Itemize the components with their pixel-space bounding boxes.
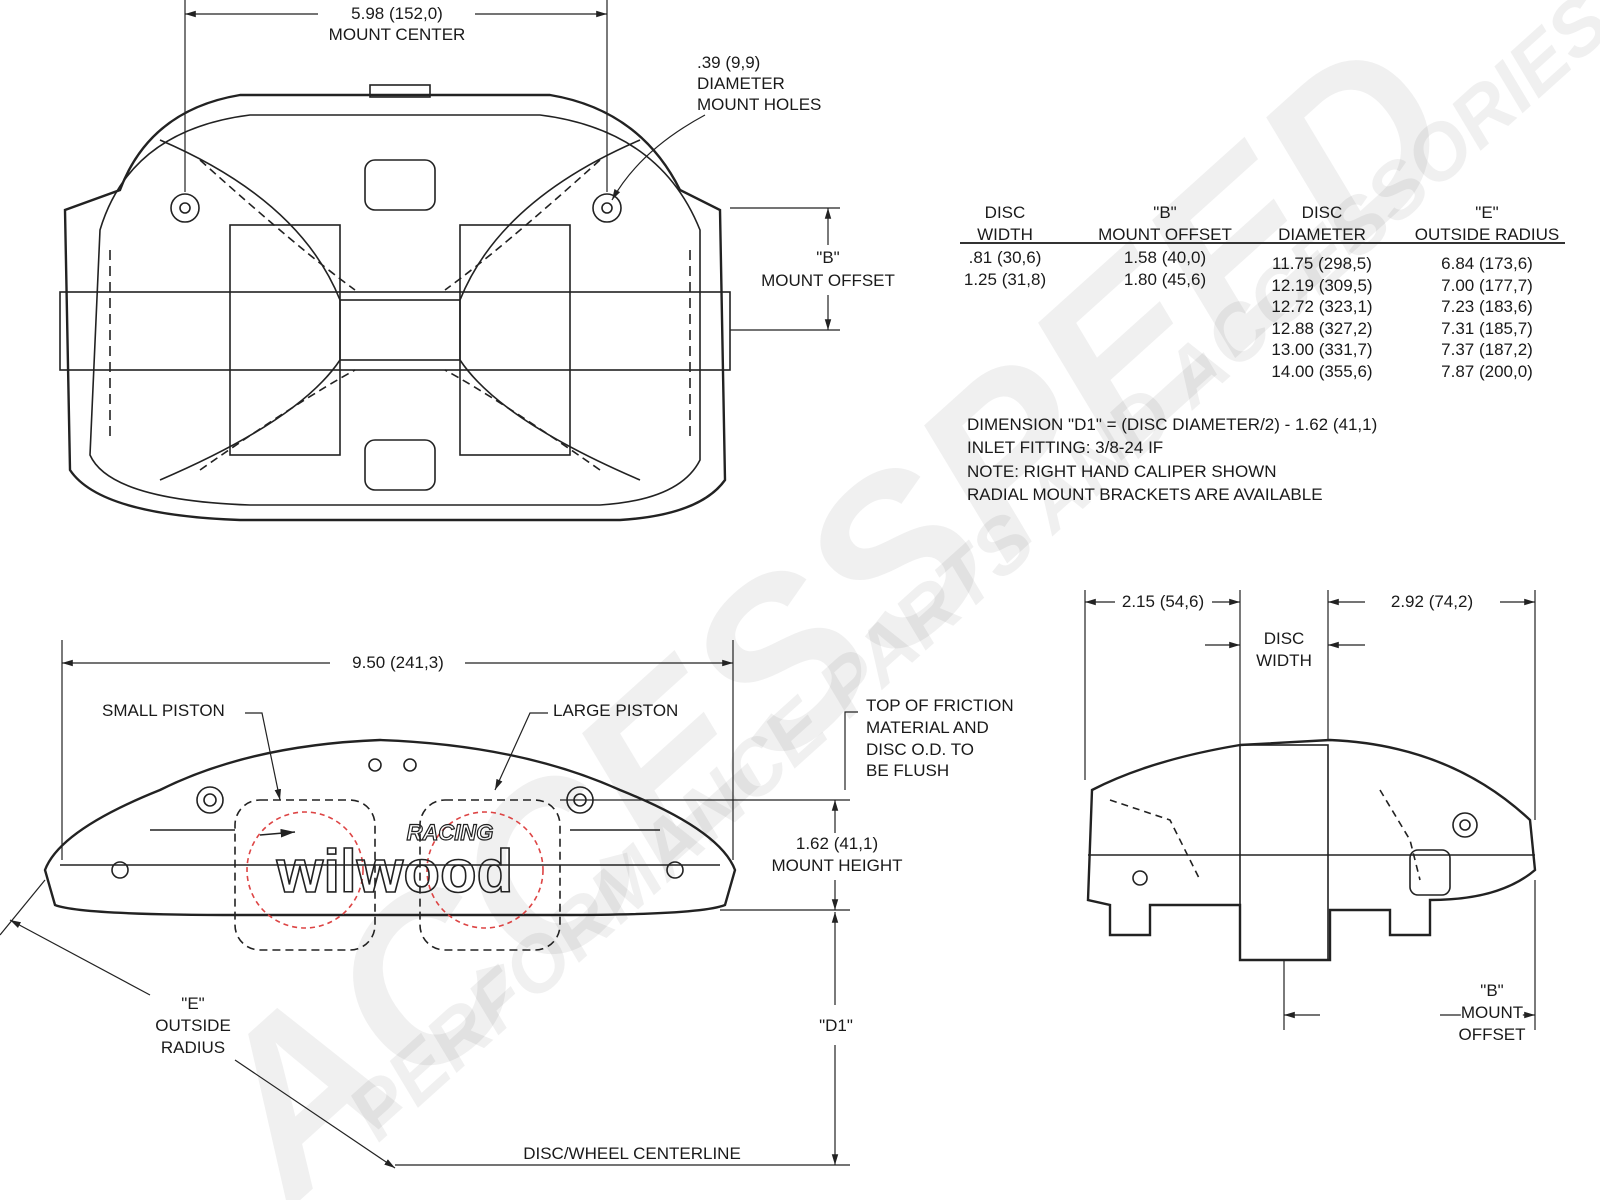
overall-length: 9.50 (241,3) (352, 653, 444, 672)
cell: 1.25 (31,8) (963, 269, 1047, 289)
right-dim: 2.92 (74,2) (1390, 592, 1474, 611)
cell: 7.87 (200,0) (1441, 361, 1533, 381)
header: WIDTH (977, 224, 1033, 244)
friction-note-2: MATERIAL AND (866, 718, 989, 737)
mount-height-value: 1.62 (41,1) (795, 833, 879, 855)
note-radial: RADIAL MOUNT BRACKETS ARE AVAILABLE (967, 485, 1323, 504)
cell: 7.37 (187,2) (1441, 340, 1533, 359)
cell: 1.80 (45,6) (1123, 269, 1207, 289)
mount-holes-value: .39 (9,9) (697, 53, 761, 72)
mount-holes-line2: DIAMETER (697, 74, 785, 93)
header: OUTSIDE RADIUS (1414, 224, 1560, 244)
wilwood-logo: wilwood (276, 838, 514, 905)
end-view-caliper (1086, 738, 1537, 962)
end-b-offset-1: "B" (1480, 980, 1504, 1002)
header: "E" (1475, 203, 1499, 222)
col-mount-offset: "B" MOUNT OFFSET 1.58 (40,0) 1.80 (45,6) (1098, 202, 1232, 290)
note-right-hand: NOTE: RIGHT HAND CALIPER SHOWN (967, 462, 1277, 481)
cell: 7.23 (183,6) (1441, 297, 1533, 316)
header: MOUNT OFFSET (1098, 224, 1232, 244)
col-outside-radius: "E" OUTSIDE RADIUS 6.84 (173,6) 7.00 (17… (1415, 202, 1560, 382)
disc-width-1: DISC (1263, 629, 1305, 648)
b-offset-label-1: "B" (816, 248, 840, 267)
outside-radius-3: RADIUS (160, 1038, 226, 1057)
col-disc-diameter: DISC DIAMETER 11.75 (298,5) 12.19 (309,5… (1271, 202, 1372, 382)
cell: 11.75 (298,5) (1272, 254, 1372, 273)
cell: 1.58 (40,0) (1123, 248, 1207, 267)
mount-holes-line3: MOUNT HOLES (697, 95, 822, 114)
cell: 12.88 (327,2) (1271, 318, 1373, 338)
disc-width-2: WIDTH (1256, 651, 1312, 670)
racing-logo: RACING (407, 820, 494, 845)
end-b-offset-2: MOUNT (1460, 1002, 1524, 1024)
friction-note-3: DISC O.D. TO (866, 740, 975, 759)
outside-radius-1: "E" (181, 994, 205, 1013)
cell: 6.84 (173,6) (1441, 254, 1533, 273)
cell: 7.31 (185,7) (1441, 318, 1533, 338)
friction-note-1: TOP OF FRICTION (866, 696, 1014, 715)
col-disc-width: DISC WIDTH .81 (30,6) 1.25 (31,8) (964, 202, 1046, 290)
note-d1: DIMENSION "D1" = (DISC DIAMETER/2) - 1.6… (967, 415, 1378, 434)
header: DIAMETER (1278, 224, 1366, 244)
friction-note-4: BE FLUSH (866, 761, 950, 780)
end-b-offset-3: OFFSET (1458, 1024, 1526, 1046)
centerline-label: DISC/WHEEL CENTERLINE (523, 1144, 741, 1163)
cell: 7.00 (177,7) (1441, 275, 1533, 295)
left-dim: 2.15 (54,6) (1121, 592, 1205, 611)
cell: 12.72 (323,1) (1271, 297, 1373, 316)
table-rule (960, 242, 1565, 244)
top-view-caliper (59, 84, 731, 522)
note-inlet: INLET FITTING: 3/8-24 IF (967, 438, 1164, 457)
header: DISC (984, 203, 1026, 222)
header: DISC (1301, 203, 1343, 222)
outside-radius-2: OUTSIDE (155, 1016, 231, 1035)
cell: .81 (30,6) (968, 248, 1042, 267)
header: "B" (1153, 203, 1177, 222)
cell: 13.00 (331,7) (1271, 340, 1373, 359)
cell: 12.19 (309,5) (1271, 275, 1373, 295)
side-view-caliper (43, 738, 737, 951)
mount-center-value: 5.98 (152,0) (351, 4, 443, 23)
b-offset-label-2: MOUNT OFFSET (761, 271, 895, 290)
mount-center-label: MOUNT CENTER (328, 25, 466, 44)
cell: 14.00 (355,6) (1271, 361, 1373, 381)
large-piston-label: LARGE PISTON (553, 701, 679, 720)
mount-height-label: MOUNT HEIGHT (771, 855, 903, 877)
small-piston-label: SMALL PISTON (102, 701, 225, 720)
d1-label: "D1" (819, 1016, 853, 1035)
